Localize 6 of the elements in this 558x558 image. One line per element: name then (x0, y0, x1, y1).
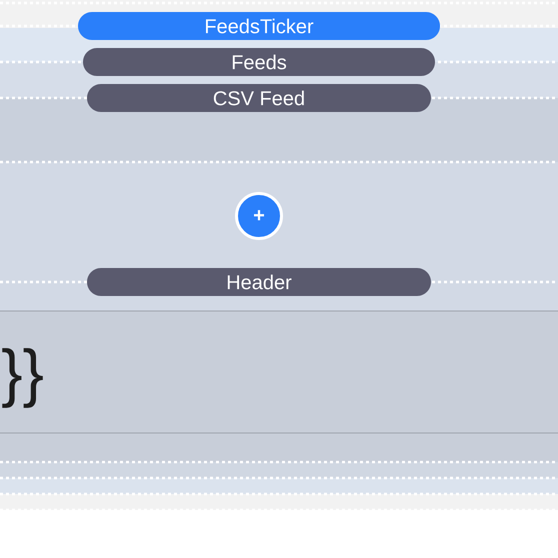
block-label: Header (87, 268, 431, 296)
block-label: Feeds (83, 48, 435, 76)
block-label: FeedsTicker (78, 12, 440, 40)
code-braces: }} (2, 348, 43, 408)
add-button: + (235, 192, 283, 240)
block-label: CSV Feed (87, 84, 431, 112)
